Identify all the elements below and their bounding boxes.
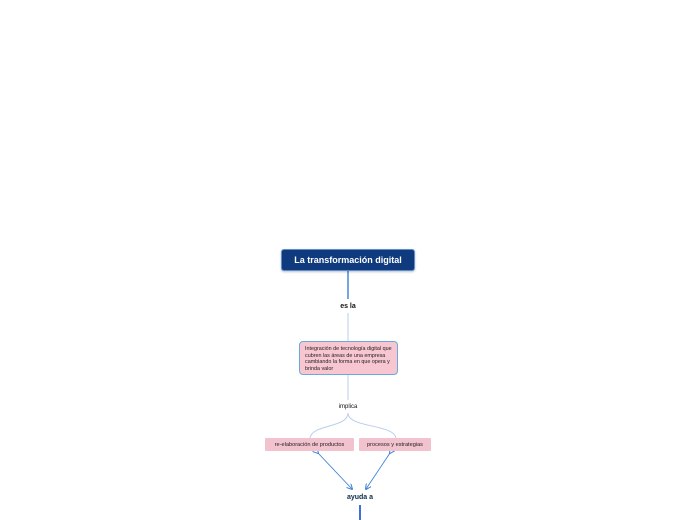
linking-phrase-ayuda-a[interactable]: ayuda a bbox=[346, 493, 374, 501]
concept-node-definition[interactable]: Integración de tecnología digital que cu… bbox=[299, 341, 398, 375]
arrow-leaf-1-to-ayuda bbox=[318, 453, 352, 489]
leaf-node-reelaboracion-productos[interactable]: re-elaboración de productos bbox=[265, 438, 354, 451]
linking-phrase-es-la[interactable]: es la bbox=[340, 302, 356, 310]
root-topic-node[interactable]: La transformación digital bbox=[281, 249, 415, 271]
leaf-node-procesos-estrategias[interactable]: procesos y estrategias bbox=[359, 438, 431, 451]
linking-phrase-implica[interactable]: implica bbox=[338, 404, 358, 410]
connector-implica-to-leaf-1 bbox=[309, 412, 349, 439]
arrow-leaf-2-to-ayuda bbox=[366, 453, 390, 489]
connector-implica-to-leaf-2 bbox=[347, 412, 397, 439]
